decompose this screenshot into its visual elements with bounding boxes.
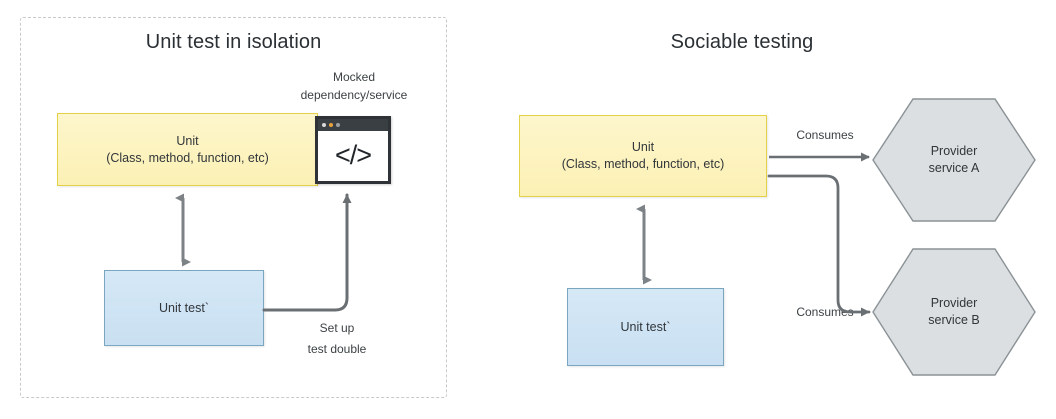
- edge-unit-to-provider-b: [767, 174, 871, 317]
- set-up-test-double-label-line2: test double: [307, 342, 367, 356]
- unit-box-sociable-line1: Unit: [631, 140, 655, 154]
- mocked-dependency-caption-line2: dependency/service: [300, 88, 408, 102]
- provider-service-a-node: Provider service A: [871, 97, 1037, 223]
- hexagon-shape-b: [872, 248, 1036, 376]
- unit-test-box-sociable: Unit test`: [567, 288, 724, 366]
- consumes-label-b: Consumes: [796, 305, 854, 319]
- panel-title-sociable-testing: Sociable testing: [670, 31, 814, 53]
- set-up-test-double-label-line1: Set up: [319, 321, 355, 335]
- mocked-dependency-caption-line1: Mocked: [332, 70, 376, 84]
- unit-box-isolation: Unit (Class, method, function, etc): [57, 113, 318, 186]
- consumes-label-a: Consumes: [796, 128, 854, 142]
- provider-a-line2: service A: [928, 161, 980, 175]
- unit-box-sociable-line2: (Class, method, function, etc): [561, 157, 725, 171]
- hexagon-shape-a: [872, 98, 1036, 222]
- code-window-icon: </>: [315, 116, 391, 184]
- provider-service-b-node: Provider service B: [871, 247, 1037, 377]
- unit-test-box-label: Unit test`: [158, 301, 209, 315]
- unit-box-line1: Unit: [176, 133, 199, 148]
- unit-test-box-isolation: Unit test`: [104, 270, 264, 346]
- code-window-titlebar: [318, 119, 388, 131]
- provider-service-a-label: Provider service A: [929, 143, 980, 177]
- code-window-body: </>: [318, 131, 388, 181]
- isolation-panel-border: [20, 17, 447, 398]
- unit-test-box-sociable-label: Unit test`: [620, 320, 671, 334]
- titlebar-dot-2: [329, 123, 333, 127]
- unit-box-sociable: Unit (Class, method, function, etc): [519, 115, 767, 197]
- provider-b-line1: Provider: [930, 296, 978, 310]
- provider-service-b-label: Provider service B: [928, 295, 979, 329]
- provider-a-line1: Provider: [930, 144, 978, 158]
- provider-b-line2: service B: [928, 313, 980, 327]
- titlebar-dot-1: [322, 123, 326, 127]
- unit-box-line2: (Class, method, function, etc): [106, 150, 269, 165]
- panel-title-unit-test-in-isolation: Unit test in isolation: [145, 31, 322, 53]
- titlebar-dot-3: [336, 123, 340, 127]
- code-brackets-icon: </>: [334, 139, 372, 170]
